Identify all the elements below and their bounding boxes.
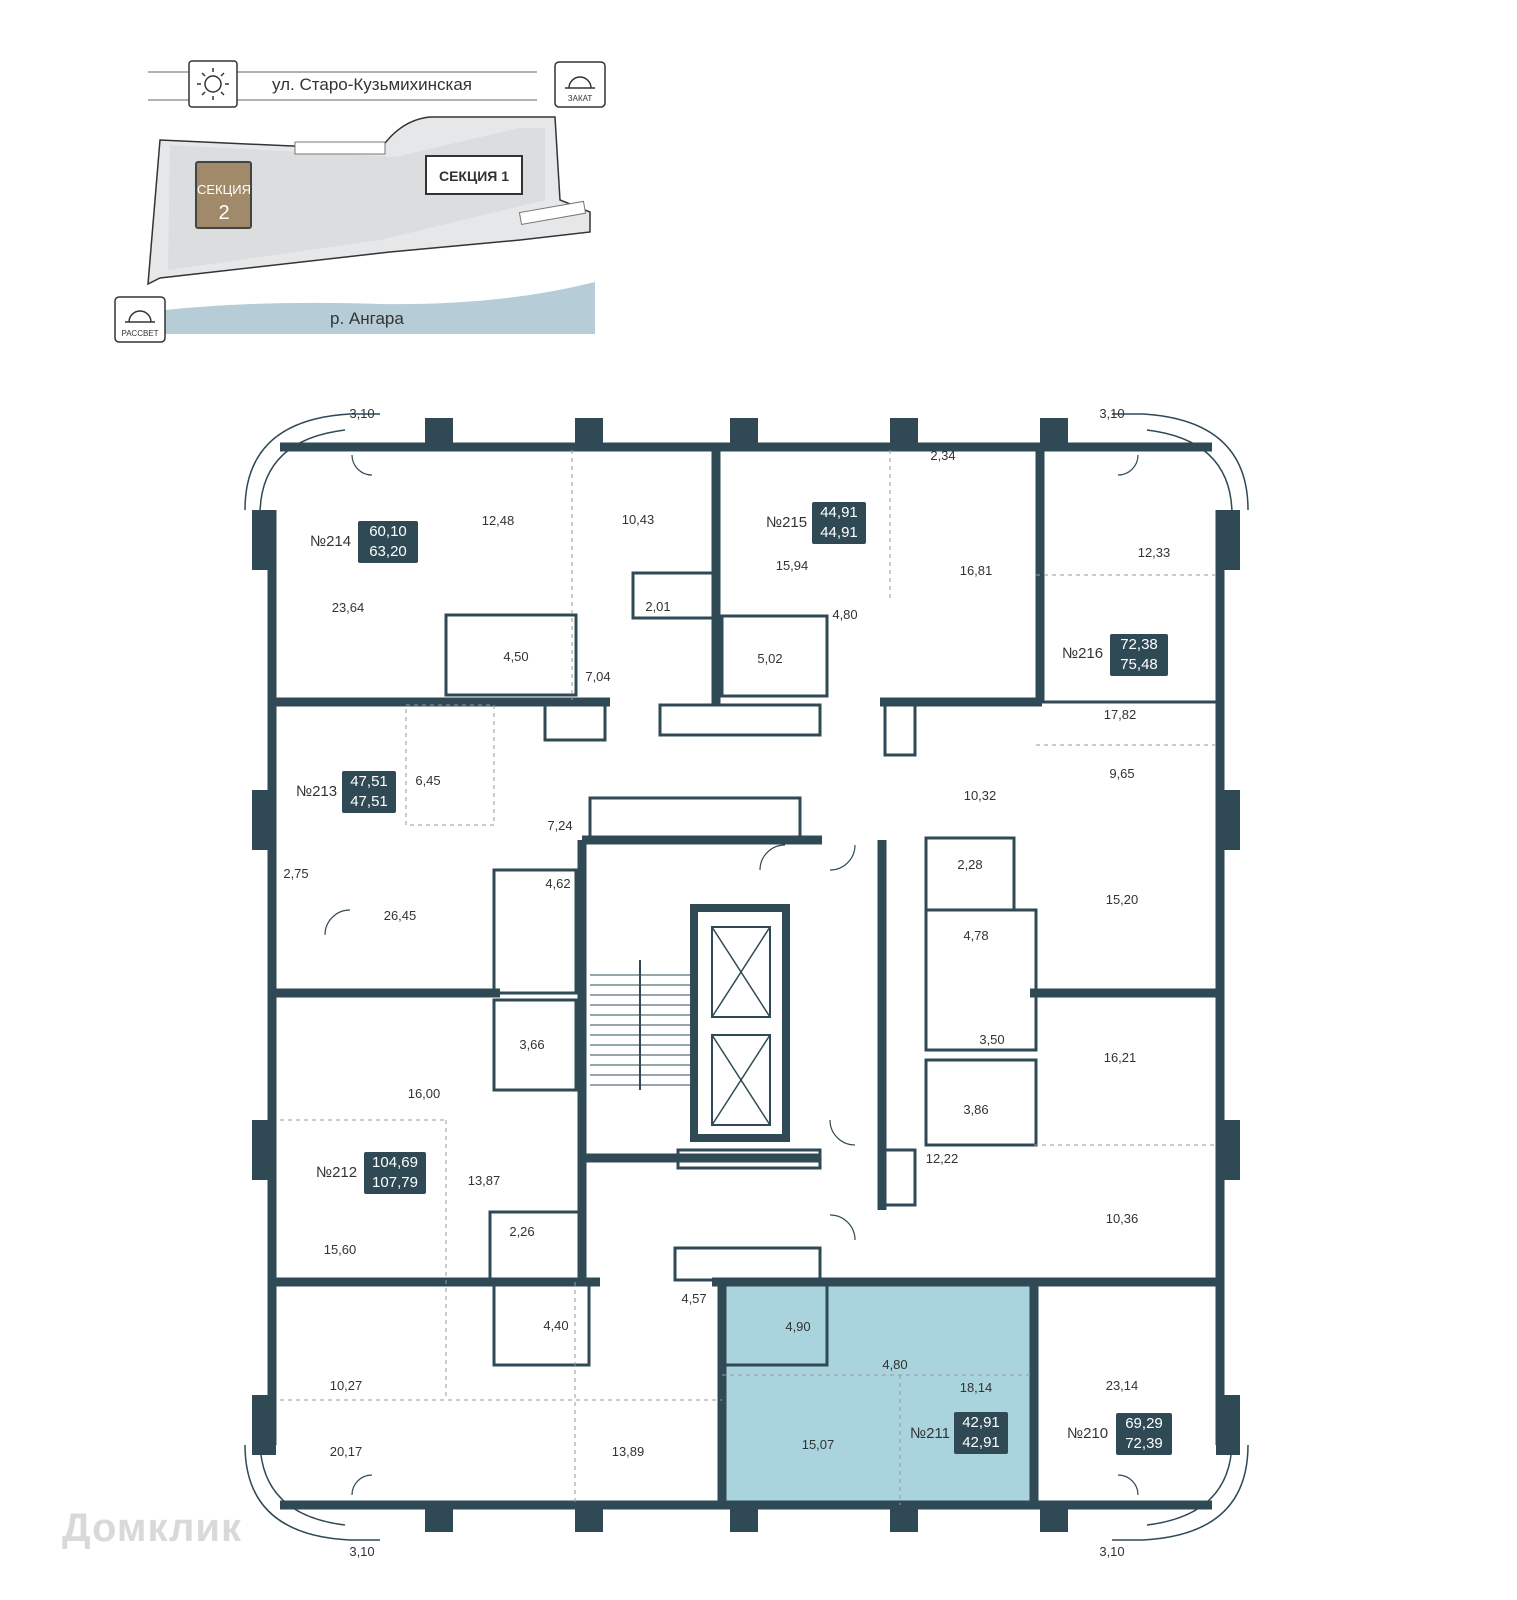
river-label: р. Ангара — [330, 309, 404, 328]
apartment-215-number: №215 — [766, 514, 808, 531]
room-area-label: 26,45 — [384, 908, 417, 923]
section-2-number: 2 — [218, 202, 229, 224]
room-area-label: 2,34 — [930, 448, 955, 463]
apartment-211-living: 42,91 — [962, 1414, 1000, 1431]
sunset-icon: ЗАКАТ — [554, 61, 606, 108]
site-plan: ул. Старо-Кузьмихинская ЗАКАТ СЕКЦИЯ 2 С… — [114, 60, 606, 343]
sunrise-label: РАССВЕТ — [121, 329, 158, 338]
room-area-label: 15,20 — [1106, 892, 1139, 907]
apartment-210-area[interactable]: 69,29 72,39 — [1116, 1413, 1172, 1455]
apartment-213-number: №213 — [296, 783, 338, 800]
street-label: ул. Старо-Кузьмихинская — [272, 75, 472, 94]
room-area-label: 4,57 — [681, 1291, 706, 1306]
room-area-label: 2,26 — [509, 1224, 534, 1239]
apartment-213-area[interactable]: 47,51 47,51 — [342, 771, 396, 813]
room-area-label: 2,75 — [283, 866, 308, 881]
room-area-label: 23,64 — [332, 600, 365, 615]
apartment-213-total: 47,51 — [350, 793, 388, 810]
room-area-label: 7,04 — [585, 669, 610, 684]
room-area-label: 4,80 — [832, 607, 857, 622]
apartment-216-area[interactable]: 72,38 75,48 — [1110, 634, 1168, 676]
room-area-label: 15,07 — [802, 1437, 835, 1452]
room-area-label: 9,65 — [1109, 766, 1134, 781]
room-area-label: 17,82 — [1104, 707, 1137, 722]
room-area-label: 3,66 — [519, 1037, 544, 1052]
room-area-label: 12,48 — [482, 513, 515, 528]
room-area-label: 3,86 — [963, 1102, 988, 1117]
sunset-label: ЗАКАТ — [568, 94, 593, 103]
room-area-label: 3,10 — [1099, 1544, 1124, 1559]
apartment-211-total: 42,91 — [962, 1434, 1000, 1451]
room-area-label: 13,89 — [612, 1444, 645, 1459]
room-area-label: 3,10 — [349, 406, 374, 421]
room-area-label: 15,60 — [324, 1242, 357, 1257]
apartment-215-living: 44,91 — [820, 504, 858, 521]
watermark: Домклик — [62, 1506, 243, 1550]
apartment-210-total: 72,39 — [1125, 1435, 1163, 1452]
apartment-213-living: 47,51 — [350, 773, 388, 790]
room-area-label: 7,24 — [547, 818, 572, 833]
apartment-211-area[interactable]: 42,91 42,91 — [954, 1412, 1008, 1454]
room-area-label: 6,45 — [415, 773, 440, 788]
section-1-label: СЕКЦИЯ 1 — [439, 168, 509, 184]
apartment-215-area[interactable]: 44,91 44,91 — [812, 502, 866, 544]
room-area-label: 4,62 — [545, 876, 570, 891]
room-area-label: 10,43 — [622, 512, 655, 527]
apartment-216-number: №216 — [1062, 645, 1104, 662]
apartment-216-living: 72,38 — [1120, 636, 1158, 653]
apartment-212-area[interactable]: 104,69 107,79 — [364, 1152, 426, 1194]
room-area-label: 13,87 — [468, 1173, 501, 1188]
room-area-label: 2,01 — [645, 599, 670, 614]
room-area-label: 23,14 — [1106, 1378, 1139, 1393]
room-area-label: 3,10 — [349, 1544, 374, 1559]
apartment-210-number: №210 — [1067, 1425, 1109, 1442]
room-area-label: 4,80 — [882, 1357, 907, 1372]
room-area-label: 4,78 — [963, 928, 988, 943]
room-area-label: 10,36 — [1106, 1211, 1139, 1226]
apartment-212-total: 107,79 — [372, 1174, 418, 1191]
room-area-label: 16,00 — [408, 1086, 441, 1101]
apartment-214-number: №214 — [310, 533, 352, 550]
room-area-label: 4,40 — [543, 1318, 568, 1333]
apartment-211-highlight — [722, 1280, 1034, 1503]
room-area-label: 16,21 — [1104, 1050, 1137, 1065]
sun-icon — [188, 60, 238, 108]
room-area-label: 15,94 — [776, 558, 809, 573]
room-area-label: 12,33 — [1138, 545, 1171, 560]
room-area-label: 10,27 — [330, 1378, 363, 1393]
room-area-label: 2,28 — [957, 857, 982, 872]
section-1-block — [425, 155, 523, 195]
room-area-label: 16,81 — [960, 563, 993, 578]
room-area-label: 18,14 — [960, 1380, 993, 1395]
room-area-label: 12,22 — [926, 1151, 959, 1166]
apartment-211-number: №211 — [910, 1425, 951, 1442]
apartment-212-number: №212 — [316, 1164, 358, 1181]
room-area-label: 3,50 — [979, 1032, 1004, 1047]
apartment-214-area[interactable]: 60,10 63,20 — [358, 521, 418, 563]
room-area-label: 3,10 — [1099, 406, 1124, 421]
room-area-label: 5,02 — [757, 651, 782, 666]
section-2-block — [195, 161, 252, 229]
apartment-214-total: 63,20 — [369, 543, 407, 560]
apartment-212-living: 104,69 — [372, 1154, 418, 1171]
apartment-215-total: 44,91 — [820, 524, 858, 541]
room-area-label: 4,90 — [785, 1319, 810, 1334]
room-area-label: 4,50 — [503, 649, 528, 664]
section-2-word: СЕКЦИЯ — [197, 182, 251, 197]
room-area-label: 20,17 — [330, 1444, 363, 1459]
room-area-label: 10,32 — [964, 788, 997, 803]
apartment-214-living: 60,10 — [369, 523, 407, 540]
sunrise-icon: РАССВЕТ — [114, 296, 166, 343]
apartment-210-living: 69,29 — [1125, 1415, 1163, 1432]
apartment-216-total: 75,48 — [1120, 656, 1158, 673]
